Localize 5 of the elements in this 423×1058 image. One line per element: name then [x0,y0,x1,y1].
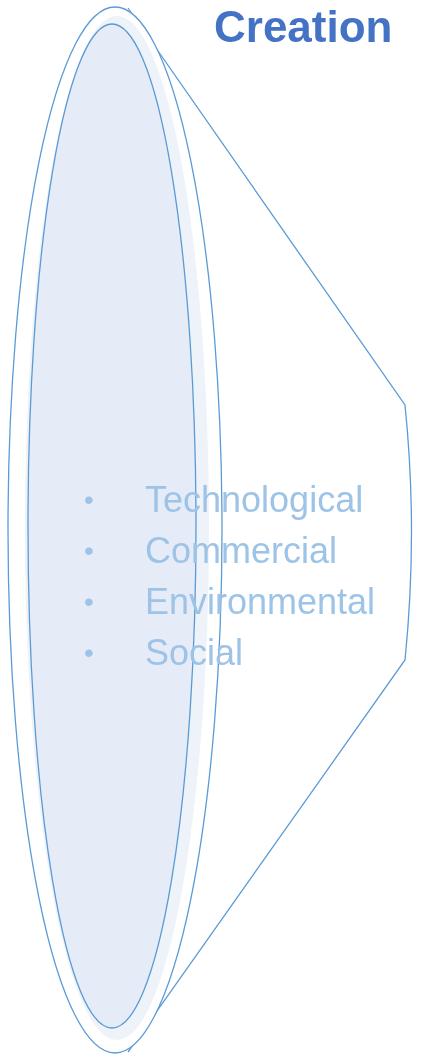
bullet: • [84,636,94,670]
bullet: • [84,585,94,619]
bullet: • [84,534,94,568]
bullet: • [84,483,94,517]
title: Creation [214,2,393,52]
